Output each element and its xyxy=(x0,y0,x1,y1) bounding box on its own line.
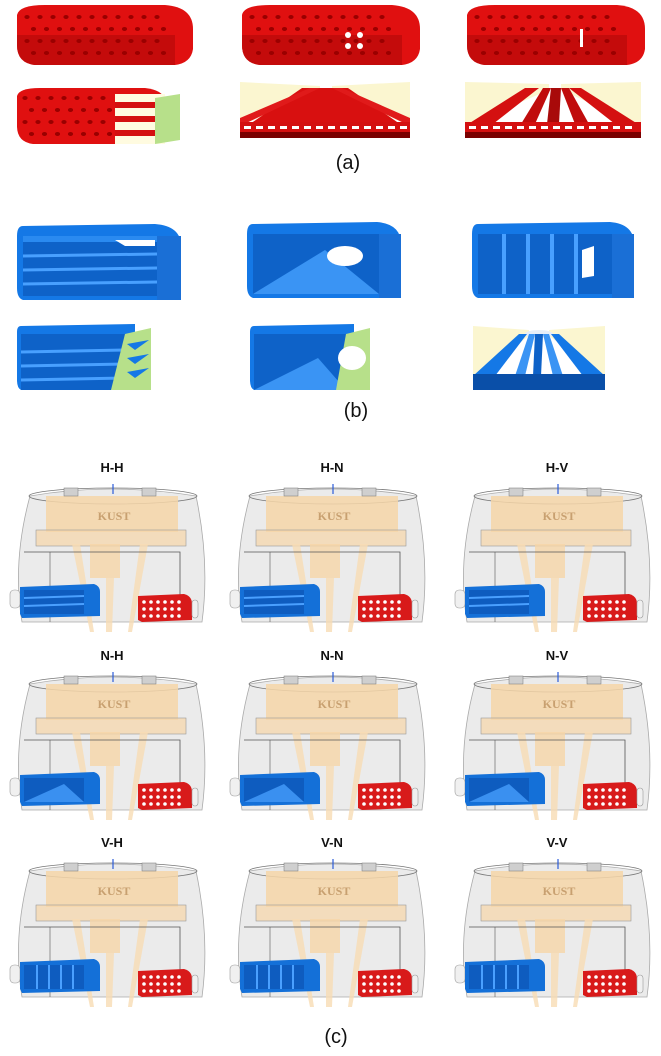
configuration-label: N-N xyxy=(320,648,344,663)
device-rendering-n-v: KUST xyxy=(454,672,651,820)
blue-block-horizontal xyxy=(17,224,181,300)
device-rendering-v-v: KUST xyxy=(454,859,651,1007)
configuration-label: H-V xyxy=(545,460,569,475)
configuration-label: V-N xyxy=(321,835,343,850)
kust-logo-text: KUST xyxy=(543,697,576,711)
red-block-normal xyxy=(242,5,420,65)
kust-logo-text: KUST xyxy=(98,509,131,523)
blue-block-horizontal-cutaway xyxy=(17,324,151,390)
device-rendering-h-h: KUST xyxy=(9,484,206,632)
kust-logo-text: KUST xyxy=(98,697,131,711)
red-block-vertical xyxy=(467,5,645,65)
red-block-normal-section xyxy=(240,82,410,138)
red-block-horizontal-cutaway xyxy=(17,88,180,144)
blue-block-vertical xyxy=(472,222,634,298)
kust-logo-text: KUST xyxy=(318,509,351,523)
device-rendering-h-v: KUST xyxy=(454,484,651,632)
configuration-label: V-V xyxy=(546,835,568,850)
kust-logo-text: KUST xyxy=(318,697,351,711)
kust-logo-text: KUST xyxy=(318,884,351,898)
blue-block-normal xyxy=(247,222,401,298)
kust-logo-text: KUST xyxy=(543,884,576,898)
device-rendering-n-h: KUST xyxy=(9,672,206,820)
device-rendering-v-n: KUST xyxy=(229,859,426,1007)
device-rendering-h-n: KUST xyxy=(229,484,426,632)
configuration-label: N-H xyxy=(100,648,124,663)
red-block-vertical-section xyxy=(465,82,641,138)
red-block-horizontal xyxy=(17,5,193,65)
configuration-label: H-H xyxy=(100,460,124,475)
panel-a-label: (a) xyxy=(335,152,361,174)
kust-logo-text: KUST xyxy=(98,884,131,898)
device-rendering-n-n: KUST xyxy=(229,672,426,820)
kust-logo-text: KUST xyxy=(543,509,576,523)
blue-block-normal-cutaway xyxy=(250,324,370,390)
configuration-label: H-N xyxy=(320,460,344,475)
device-rendering-v-h: KUST xyxy=(9,859,206,1007)
configuration-label: N-V xyxy=(545,648,569,663)
panel-c-label: (c) xyxy=(324,1026,348,1048)
panel-b-label: (b) xyxy=(343,400,369,422)
configuration-label: V-H xyxy=(101,835,123,850)
blue-block-vertical-section xyxy=(473,326,605,390)
